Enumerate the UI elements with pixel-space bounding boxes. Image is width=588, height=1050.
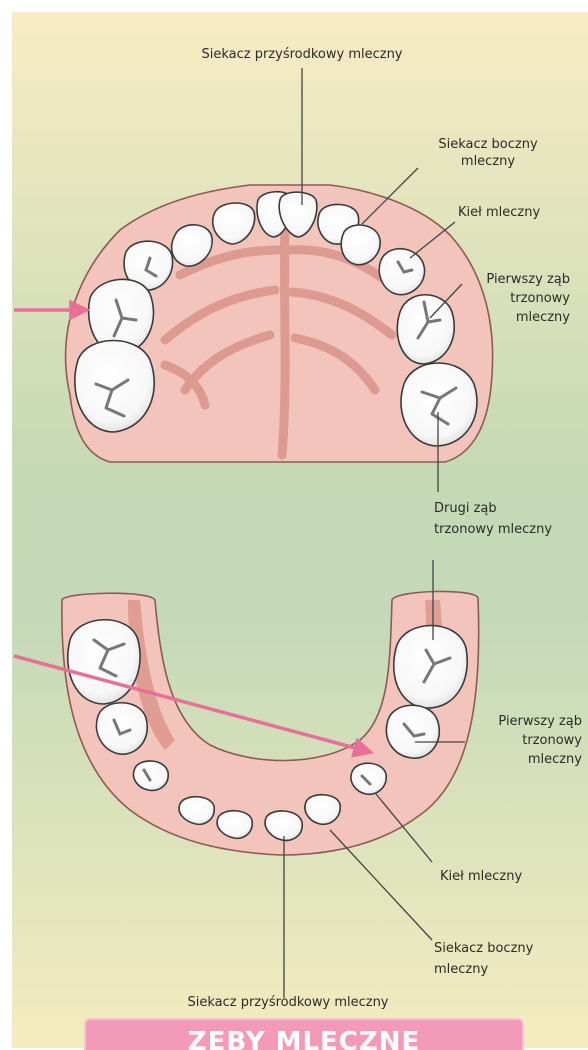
banner-title: ZĘBY MLECZNE xyxy=(86,1020,522,1050)
label-lower-lateral-incisor: Siekacz boczny mleczny xyxy=(434,938,533,980)
lower-lateral-incisor-right xyxy=(305,795,340,825)
lower-canine-left xyxy=(133,761,168,790)
title-banner: ZĘBY MLECZNE xyxy=(84,1018,524,1050)
label-lower-first-molar: Pierwszy ząb trzonowy mleczny xyxy=(420,712,582,769)
label-upper-central-incisor: Siekacz przyśrodkowy mleczny xyxy=(150,46,454,63)
upper-second-molar-right xyxy=(401,363,477,446)
lower-second-molar-right xyxy=(394,626,467,709)
lower-first-molar-left xyxy=(96,703,147,754)
label-upper-first-molar: Pierwszy ząb trzonowy mleczny xyxy=(420,270,570,327)
label-upper-canine: Kieł mleczny xyxy=(458,204,540,221)
upper-first-molar-right-front xyxy=(379,249,424,295)
upper-second-molar-left xyxy=(75,341,154,433)
label-second-molar: Drugi ząb trzonowy mleczny xyxy=(434,498,552,540)
label-lower-central-incisor: Siekacz przyśrodkowy mleczny xyxy=(136,994,440,1011)
label-upper-lateral-incisor: Siekacz boczny mleczny xyxy=(418,136,558,170)
label-lower-canine: Kieł mleczny xyxy=(440,868,522,885)
lower-canine-right xyxy=(351,763,386,794)
